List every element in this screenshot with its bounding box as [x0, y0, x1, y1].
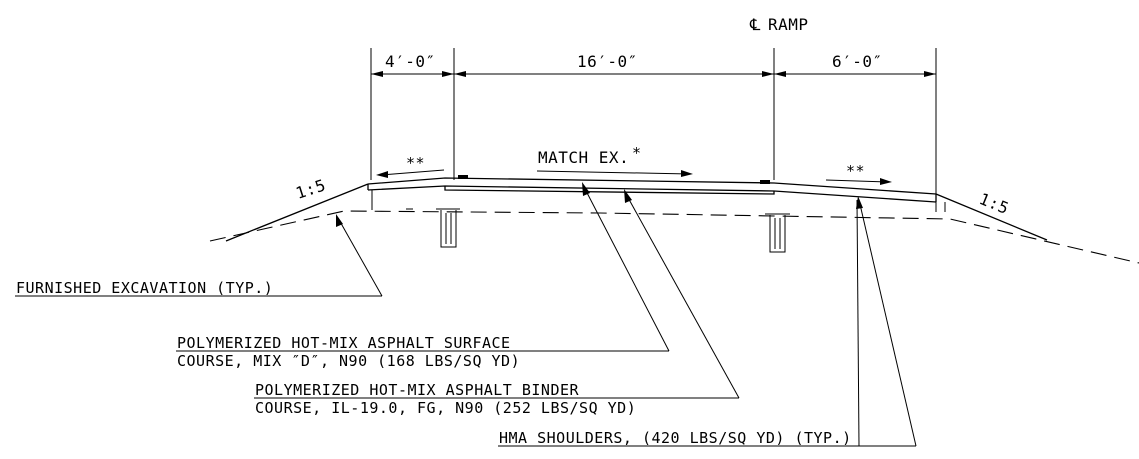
centerline-symbol: ℄: [749, 15, 761, 34]
existing-ground-line: [209, 210, 1139, 264]
callout-binder-line1: POLYMERIZED HOT-MIX ASPHALT BINDER: [255, 381, 580, 399]
slope-right-label: 1:5: [977, 189, 1012, 218]
dim-left-shoulder: 4′-0″: [385, 52, 436, 71]
centerline-label: RAMP: [768, 15, 809, 34]
callout-surface-line2: COURSE, MIX ″D″, N90 (168 LBS/SQ YD): [177, 352, 520, 370]
slope-left-label: 1:5: [293, 175, 328, 202]
asterisk-left: **: [406, 154, 425, 172]
pavement-section: [225, 175, 1048, 253]
callout-binder-line2: COURSE, IL-19.0, FG, N90 (252 LBS/SQ YD): [255, 399, 636, 417]
match-existing-asterisk: *: [632, 144, 642, 162]
callout-surface-line1: POLYMERIZED HOT-MIX ASPHALT SURFACE: [177, 334, 511, 352]
asterisk-right: **: [846, 162, 865, 180]
cross-slope-arrows: [376, 169, 892, 185]
callout-leaders: [15, 182, 917, 447]
match-existing-note: MATCH EX.: [538, 148, 629, 167]
dimension-line: [371, 71, 936, 77]
dim-lane: 16′-0″: [577, 52, 638, 71]
dim-right-shoulder: 6′-0″: [832, 52, 883, 71]
dimension-extension-lines: [370, 48, 937, 195]
callout-shoulders: HMA SHOULDERS, (420 LBS/SQ YD) (TYP.): [499, 429, 852, 447]
callout-excavation: FURNISHED EXCAVATION (TYP.): [16, 279, 273, 297]
